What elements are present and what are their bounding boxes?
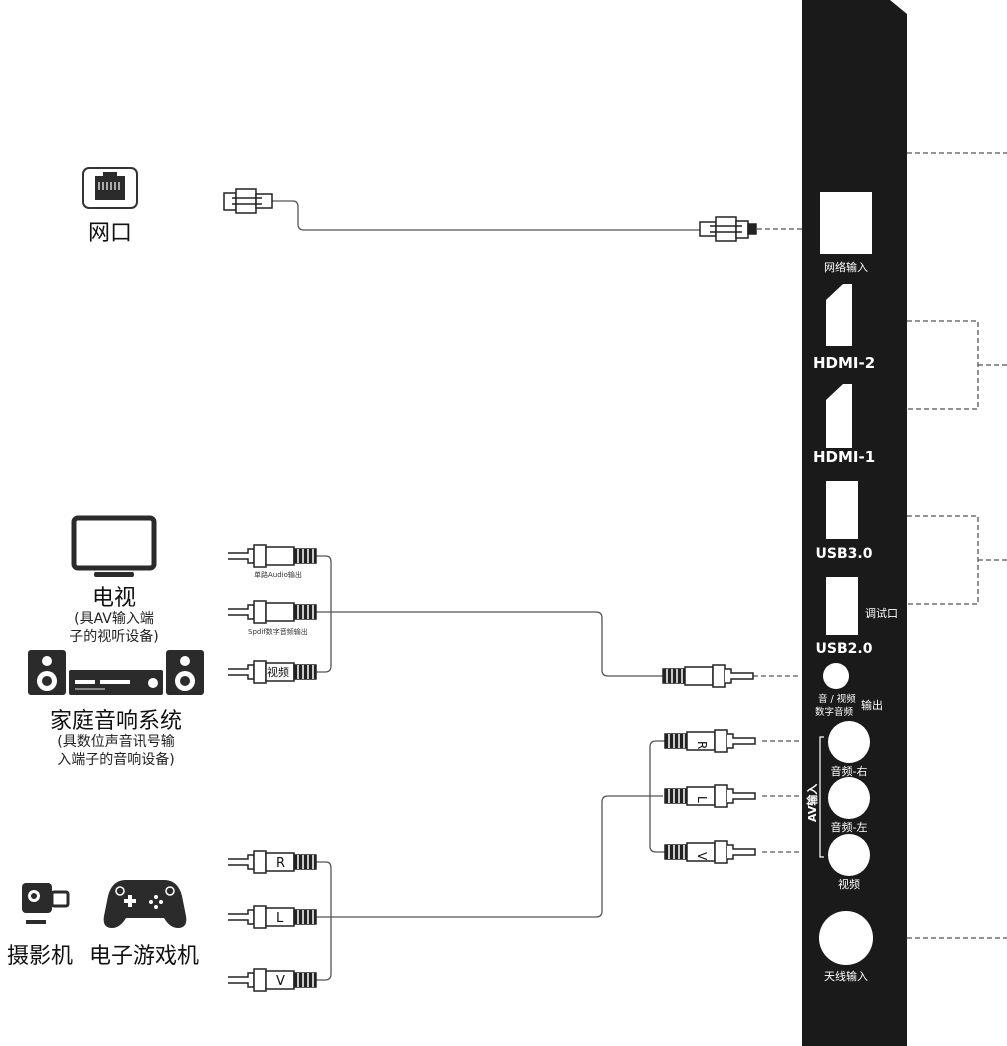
- gamepad-icon: [103, 880, 187, 928]
- hdmi-2-port[interactable]: HDMI-2: [813, 284, 875, 372]
- usb3-label: USB3.0: [816, 546, 873, 562]
- hifi-sub-2: 入端子的音响设备): [57, 751, 174, 768]
- console-label: 电子游戏机: [89, 944, 199, 969]
- hifi-sub-1: (具数位声音讯号输: [57, 733, 174, 750]
- tv-sub-1: (具AV输入端: [74, 611, 154, 627]
- rca-plug-av-out: [662, 664, 754, 688]
- rca-plug-audio-out: [228, 544, 317, 568]
- rca-plug-l-right: [664, 784, 756, 808]
- speaker-system-icon: [28, 650, 204, 695]
- tv-sub-2: 子的视听设备): [69, 628, 158, 645]
- rca-plugs-right: [662, 664, 756, 864]
- rca-plug-r-left: [228, 850, 317, 874]
- camera-label: 摄影机: [7, 944, 73, 969]
- rca-plug-v-left: [228, 968, 317, 992]
- tv-label: 电视: [92, 586, 136, 611]
- audio-left-label: 音频-左: [831, 820, 868, 834]
- network-label: 网口: [88, 221, 132, 246]
- usb2-port[interactable]: USB2.0 调试口: [816, 577, 898, 657]
- audio-out-label: 单路Audio输出: [254, 570, 302, 579]
- v-plug-label-left: V: [276, 974, 285, 989]
- lan-port-label: 网络输入: [824, 260, 868, 274]
- rca-plug-l-left: [228, 905, 317, 929]
- l-plug-label-left: L: [276, 911, 284, 926]
- v-plug-label-right: V: [695, 852, 709, 861]
- audio-right-jack[interactable]: 音频-右: [828, 721, 870, 778]
- cables: [272, 200, 700, 981]
- rca-plug-v-right: [664, 840, 756, 864]
- lan-port[interactable]: 网络输入: [820, 192, 872, 274]
- tv-icon: [71, 515, 157, 577]
- audio-left-jack[interactable]: 音频-左: [828, 777, 870, 834]
- ethernet-plug-left: [223, 188, 273, 214]
- antenna-label: 天线输入: [824, 969, 868, 983]
- video-plug-label: 视频: [267, 665, 289, 679]
- rca-plug-video-out: [228, 660, 317, 684]
- av-out-label-suffix: 输出: [861, 698, 883, 712]
- av-in-label: AV输入: [805, 784, 819, 822]
- hifi-label: 家庭音响系统: [50, 709, 182, 734]
- hdmi-1-port[interactable]: HDMI-1: [813, 384, 875, 466]
- video-in-label: 视频: [838, 877, 860, 891]
- l-plug-label-right: L: [695, 796, 709, 803]
- av-in-bracket: AV输入: [805, 736, 824, 858]
- rca-plug-spdif: [228, 600, 317, 624]
- debug-port-label: 调试口: [865, 607, 898, 620]
- av-out-jack[interactable]: 音 / 视频 数字音频 输出: [815, 663, 883, 718]
- av-out-label-line2: 数字音频: [815, 706, 854, 718]
- ethernet-port-icon: [82, 167, 138, 209]
- right-dashed-lines: [907, 152, 1007, 939]
- rca-plug-r-right: [664, 729, 756, 753]
- panel-dashed-leads: [753, 228, 802, 853]
- spdif-label: Spdif数字音频输出: [248, 627, 308, 636]
- camcorder-icon: [22, 883, 70, 924]
- rca-plugs-left: [228, 544, 317, 992]
- usb3-port[interactable]: USB3.0: [816, 481, 873, 562]
- audio-right-label: 音频-右: [831, 764, 868, 778]
- hdmi-2-label: HDMI-2: [813, 354, 875, 372]
- antenna-input-port[interactable]: 天线输入: [819, 911, 873, 983]
- av-out-label-line1: 音 / 视频: [818, 693, 856, 705]
- ethernet-plug-right: [699, 216, 757, 242]
- hdmi-1-label: HDMI-1: [813, 448, 875, 466]
- r-plug-label-right: R: [695, 741, 709, 749]
- r-plug-label-left: R: [276, 856, 285, 871]
- video-in-jack[interactable]: 视频: [828, 834, 870, 891]
- usb2-label: USB2.0: [816, 641, 873, 657]
